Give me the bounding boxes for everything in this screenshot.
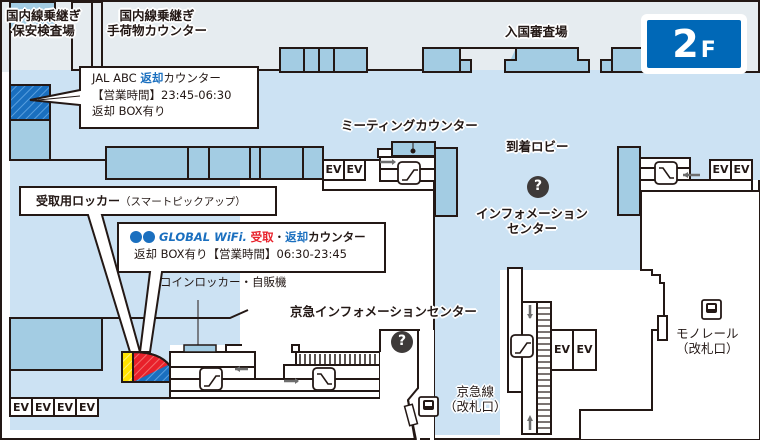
info-icon [527, 176, 549, 198]
locker-title: 受取用ロッカー [36, 194, 121, 208]
label-line: 国内線乗継ぎ [6, 8, 82, 23]
locker-subtitle: （スマートピックアップ） [120, 196, 246, 208]
area-label-coin-locker: コインロッカー・自販機 [160, 275, 287, 289]
global-wifi-details: 返却 BOX有り【営業時間】06:30-23:45 [134, 246, 347, 261]
area-label-arrival-lobby: 到着ロビー [506, 139, 569, 154]
area-label-keikyu-info: 京急インフォメーションセンター [290, 304, 477, 319]
label-line: 保安検査場 [12, 23, 75, 38]
info-icon-glyph: ? [397, 333, 407, 349]
global-wifi-callout: GLOBAL WiFi. 受取・返却カウンター 返却 BOX有り【営業時間】06… [130, 229, 366, 262]
jal-counter-suffix: カウンター [163, 71, 221, 85]
globe-icon [130, 231, 142, 243]
ev-label: EV [325, 163, 342, 176]
jal-abc-counter [9, 84, 51, 121]
jal-hours: 【営業時間】23:45-06:30 [92, 87, 232, 102]
ev-label: EV [733, 163, 750, 176]
jal-return-highlight: 返却 [140, 71, 164, 85]
ev-label: EV [553, 343, 571, 356]
locker-yellow [121, 351, 134, 383]
jal-name: JAL ABC [92, 71, 141, 85]
jal-abc-callout: JAL ABC 返却カウンター 【営業時間】23:45-06:30 返却 BOX… [92, 70, 231, 120]
area-label-monorail: モノレール （改札口） [676, 326, 739, 356]
ev-label: EV [34, 401, 52, 414]
label-line: 京急線 [456, 384, 495, 399]
locker-callout: 受取用ロッカー（スマートピックアップ） [36, 193, 246, 210]
wifi-separator: ・ [273, 230, 286, 244]
ev-label: EV [576, 343, 593, 356]
wifi-callout-box [117, 222, 386, 353]
floor-number: 2 [672, 22, 699, 66]
jal-note: 返却 BOX有り [92, 104, 166, 119]
area-label-domestic-security: 国内線乗継ぎ 保安検査場 [6, 8, 81, 38]
elevator-row-bottom-left [9, 397, 99, 417]
label-line: （改札口） [676, 341, 739, 356]
jal-callout-box [29, 66, 259, 129]
label-line: 国内線乗継ぎ [119, 8, 195, 23]
area-label-meeting-counter: ミーティングカウンター [341, 118, 478, 133]
escalator-glyphs [204, 167, 674, 387]
wifi-counter-suffix: カウンター [308, 230, 366, 244]
floor-unit: F [700, 38, 716, 63]
ev-label: EV [78, 401, 96, 414]
area-label-keikyu-line: 京急線 （改札口） [444, 384, 507, 414]
wifi-icon [143, 231, 155, 243]
jal-abc-title: JAL ABC 返却カウンター [92, 70, 231, 87]
floor-indicator: 2F [641, 14, 747, 74]
wifi-receive: 受取 [250, 230, 274, 244]
global-wifi-title: GLOBAL WiFi. 受取・返却カウンター [130, 229, 366, 246]
label-line: 手荷物カウンター [107, 23, 208, 38]
info-icon-keikyu [391, 331, 413, 353]
ev-label: EV [346, 163, 363, 176]
label-line: （改札口） [444, 399, 507, 414]
info-icon-glyph: ? [533, 178, 543, 194]
wifi-return: 返却 [285, 230, 309, 244]
stairs-lower [299, 354, 376, 364]
area-label-immigration: 入国審査場 [505, 24, 568, 39]
ev-label: EV [712, 163, 729, 176]
ev-label: EV [56, 401, 74, 414]
area-label-information-center: インフォメーション センター [476, 206, 588, 236]
label-line: インフォメーション [476, 206, 588, 221]
global-wifi-brand: GLOBAL WiFi. [159, 230, 247, 244]
label-line: センター [506, 221, 557, 236]
label-line: モノレール [676, 326, 739, 341]
ev-label: EV [12, 401, 30, 414]
area-label-domestic-baggage: 国内線乗継ぎ 手荷物カウンター [107, 8, 207, 38]
